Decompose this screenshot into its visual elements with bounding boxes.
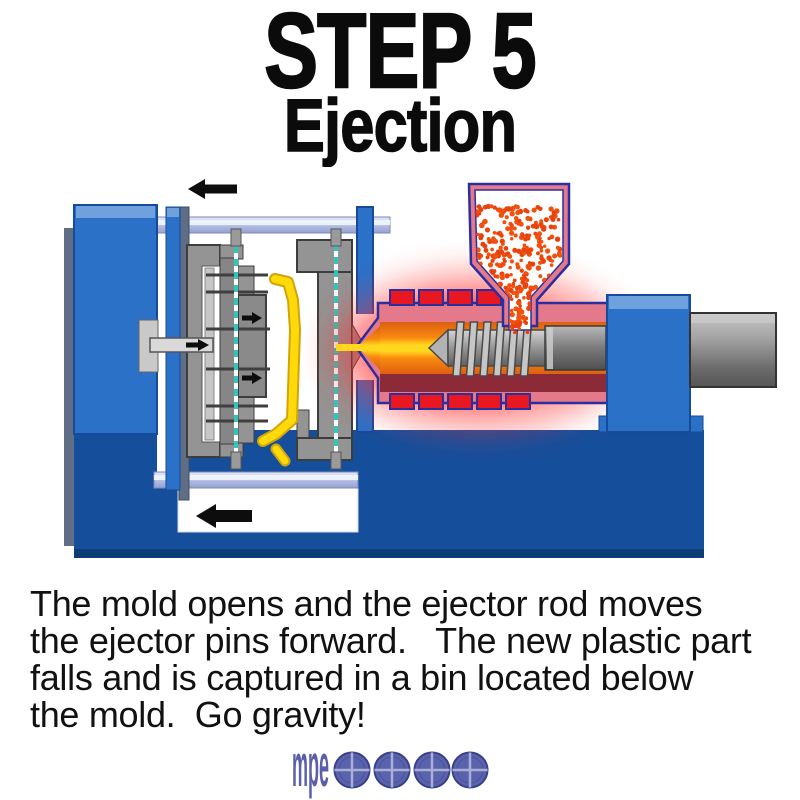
motion-arrow-right-icon xyxy=(242,372,262,384)
caption-line: the ejector pins forward. The new plasti… xyxy=(30,620,752,661)
caption-line: falls and is captured in a bin located b… xyxy=(30,657,694,698)
pellet-field xyxy=(475,203,563,334)
step-title: STEP 5 xyxy=(263,0,537,110)
logo-pellet-icons xyxy=(333,751,489,789)
pellet-icon xyxy=(413,751,451,789)
sprue-melt-stream xyxy=(336,344,362,351)
hopper xyxy=(467,182,571,334)
ejector-rod xyxy=(149,337,214,353)
screw-flights xyxy=(452,321,533,377)
caption-line: the mold. Go gravity! xyxy=(30,694,366,735)
motion-arrow-left-icon xyxy=(196,504,252,528)
injection-unit-support xyxy=(598,294,704,433)
part-bin xyxy=(177,487,359,533)
injection-molding-diagram xyxy=(64,179,777,558)
drive-motor-housing xyxy=(689,312,777,388)
mpe-logo: mpe xyxy=(292,742,489,800)
motion-arrow-left-icon xyxy=(188,179,237,199)
pellet-icon xyxy=(451,751,489,789)
pellet-icon xyxy=(373,751,411,789)
reciprocating-screw xyxy=(427,321,607,377)
caption-text: The mold opens and the ejector rod moves… xyxy=(30,585,800,733)
molded-part xyxy=(257,273,301,467)
motion-arrow-right-icon xyxy=(242,312,262,324)
logo-text: mpe xyxy=(292,742,329,800)
step-subtitle: Ejection xyxy=(283,84,517,167)
pellet-icon xyxy=(333,751,371,789)
caption-line: The mold opens and the ejector rod moves xyxy=(30,583,703,624)
movable-platen xyxy=(165,206,190,501)
clamping-unit xyxy=(73,204,159,435)
ejector-plate xyxy=(204,267,215,441)
motion-arrow-right-icon xyxy=(186,339,209,351)
nozzle-melt xyxy=(358,326,380,370)
